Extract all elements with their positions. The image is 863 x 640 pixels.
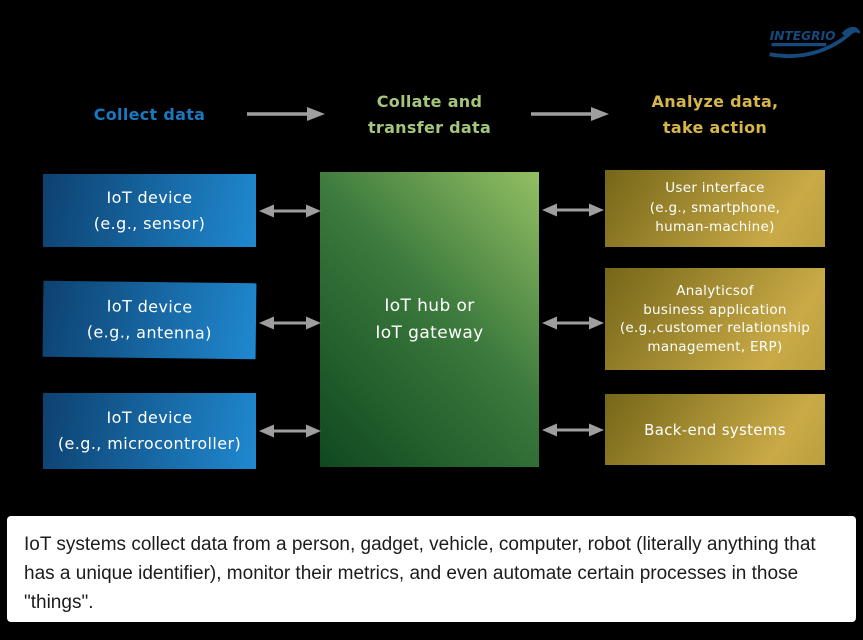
logo-bar bbox=[771, 42, 827, 47]
back-end-systems-box: Back-end systems bbox=[605, 394, 825, 465]
header-label: Analyze data, bbox=[651, 92, 779, 111]
analytics-business-application-box: Analyticsof business application (e.g.,c… bbox=[605, 268, 825, 370]
box-label: (e.g.,customer relationship bbox=[619, 320, 811, 336]
box-label: IoT hub or bbox=[384, 295, 475, 316]
double-arrow-icon bbox=[542, 423, 604, 437]
iot-device-microcontroller-box: IoT device (e.g., microcontroller) bbox=[43, 393, 256, 469]
double-arrow-icon bbox=[259, 316, 321, 330]
arrow-right-icon bbox=[247, 107, 325, 121]
iot-hub-gateway-box: IoT hub or IoT gateway bbox=[320, 172, 539, 467]
box-label: human-machine) bbox=[655, 219, 775, 236]
header-analyze-data-take-action: Analyze data, take action bbox=[605, 89, 825, 141]
box-label: User interface bbox=[665, 180, 765, 197]
header-collate-transfer-data: Collate and transfer data bbox=[320, 89, 539, 141]
box-label: Analyticsof bbox=[676, 283, 754, 299]
iot-device-sensor-box: IoT device (e.g., sensor) bbox=[43, 174, 256, 247]
double-arrow-icon bbox=[259, 424, 321, 438]
box-label: IoT device bbox=[106, 408, 193, 427]
header-label: Collate and bbox=[376, 92, 483, 111]
box-label: Back-end systems bbox=[644, 420, 786, 439]
logo-swoosh bbox=[769, 26, 860, 58]
header-collect-data: Collect data bbox=[43, 102, 256, 128]
caption-panel: IoT systems collect data from a person, … bbox=[7, 516, 856, 622]
header-label: Collect data bbox=[93, 105, 206, 124]
header-label: take action bbox=[662, 118, 768, 137]
logo-text: INTEGRIO bbox=[770, 29, 836, 43]
box-label: (e.g., sensor) bbox=[93, 213, 206, 233]
box-label: management, ERP) bbox=[647, 338, 783, 355]
box-label: IoT device bbox=[106, 187, 193, 207]
box-label: (e.g., antenna) bbox=[86, 322, 212, 343]
caption-text: IoT systems collect data from a person, … bbox=[24, 534, 816, 613]
box-label: IoT device bbox=[106, 296, 193, 317]
header-label: transfer data bbox=[367, 118, 492, 137]
integrio-logo: INTEGRIO bbox=[769, 26, 860, 58]
box-label: (e.g., smartphone, bbox=[649, 199, 781, 216]
box-label: IoT gateway bbox=[375, 322, 484, 343]
arrow-right-icon bbox=[531, 107, 609, 121]
box-label: business application bbox=[643, 301, 787, 318]
iot-device-antenna-box: IoT device (e.g., antenna) bbox=[42, 280, 257, 360]
user-interface-box: User interface (e.g., smartphone, human-… bbox=[605, 170, 825, 247]
box-label: (e.g., microcontroller) bbox=[57, 434, 242, 453]
double-arrow-icon bbox=[259, 204, 321, 218]
double-arrow-icon bbox=[542, 316, 604, 330]
double-arrow-icon bbox=[542, 203, 604, 217]
